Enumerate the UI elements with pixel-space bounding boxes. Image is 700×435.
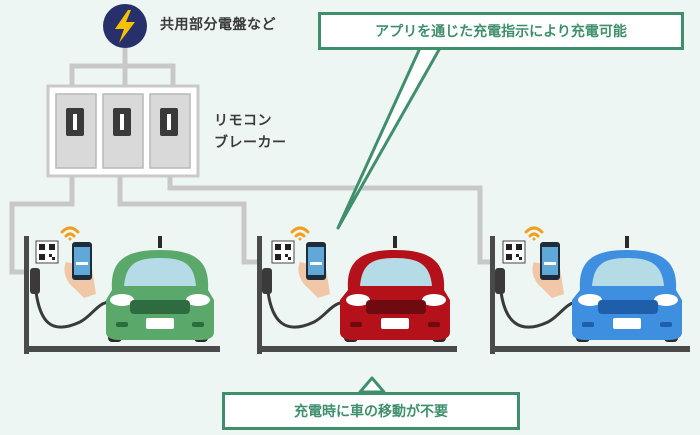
green-car <box>106 236 214 342</box>
breaker-label-line-2: ブレーカー <box>214 135 287 151</box>
charging-station-1 <box>24 226 220 354</box>
qr-code-icon <box>35 240 59 264</box>
qr-code-icon <box>502 240 526 264</box>
smartphone-icon <box>64 242 96 298</box>
smartphone-icon <box>298 242 330 298</box>
wifi-icon <box>60 226 80 241</box>
callout-no-car-move: 充電時に車の移動が不要 <box>222 392 520 430</box>
wifi-icon <box>524 226 544 241</box>
lightning-bolt-icon <box>115 10 135 43</box>
breaker-label-line-1: リモコン <box>214 113 272 129</box>
breaker-box <box>46 84 200 178</box>
charger-wiring <box>9 175 492 275</box>
charging-station-2 <box>257 226 457 354</box>
qr-code-icon <box>271 240 295 264</box>
charging-station-3 <box>490 226 690 354</box>
blue-car <box>572 236 682 342</box>
panel-label: 共用部分電盤など <box>160 17 276 33</box>
callout-app-charging: アプリを通じた充電指示により充電可能 <box>318 12 684 50</box>
red-car <box>340 236 450 342</box>
callout-top-pointer <box>336 46 442 230</box>
smartphone-icon <box>532 242 564 298</box>
wifi-icon <box>290 226 310 241</box>
callout-bottom-pointer <box>358 376 386 394</box>
main-panel-icon <box>103 4 147 48</box>
breaker-label: リモコン ブレーカー <box>214 110 287 154</box>
